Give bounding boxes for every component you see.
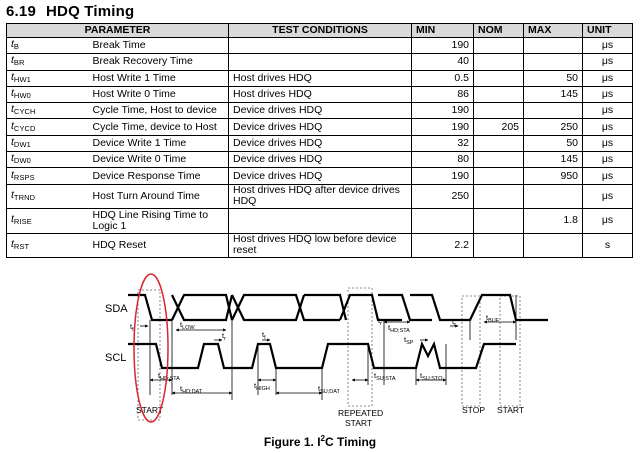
repeated-start-label: START: [345, 418, 372, 428]
section-title: HDQ Timing: [46, 3, 135, 20]
row-parameter: HDQ Reset: [88, 232, 230, 259]
section-number: 6.19: [6, 3, 36, 20]
scl-waveform: [128, 340, 516, 370]
timing-arrows: [140, 320, 517, 395]
header-test-conditions: TEST CONDITIONS: [228, 23, 413, 38]
dashed-reference-boxes: [137, 287, 521, 421]
row-symbol: tRST: [6, 232, 89, 259]
row-test-conditions: Host drives HDQ low before device reset: [228, 232, 413, 259]
stop-label: STOP: [462, 405, 485, 415]
thdsta-label: tHD;STA: [158, 371, 180, 382]
row-unit: s: [582, 232, 634, 259]
thdsta2-label: tHD;STA: [388, 323, 410, 334]
header-nom: NOM: [473, 23, 525, 38]
row-symbol: tTRND: [6, 183, 89, 210]
row-test-conditions: [228, 208, 413, 234]
dimension-lines: [149, 295, 517, 400]
thigh-label: tHIGH: [254, 381, 270, 392]
tsudat-label: tSU;DAT: [318, 384, 340, 395]
tf-label: tf: [130, 322, 134, 333]
tsp-label: tSP: [404, 335, 414, 346]
header-parameter: PARAMETER: [5, 23, 230, 38]
figure-caption: Figure 1. I2C Timing: [263, 434, 377, 449]
tsusto-label: tSU;STO: [420, 371, 443, 382]
sda-waveform: [128, 293, 548, 322]
start2-label: START: [497, 405, 524, 415]
tr2-label: tr: [452, 317, 456, 328]
table-header-row: PARAMETER TEST CONDITIONS MIN NOM MAX UN…: [5, 23, 634, 38]
tr-label: tr: [222, 331, 226, 342]
row-max: [523, 232, 584, 259]
row-symbol: tCYCD: [6, 118, 89, 136]
row-nom: [473, 208, 525, 234]
row-parameter: Host Turn Around Time: [88, 183, 230, 210]
tr3-label: tr: [378, 316, 382, 327]
sda-label: SDA: [105, 303, 128, 315]
tsusta-label: tSU;STA: [374, 371, 396, 382]
header-max: MAX: [523, 23, 584, 38]
header-min: MIN: [411, 23, 475, 38]
row-unit: μs: [582, 208, 634, 234]
highlight-ellipse: [133, 273, 169, 423]
row-min: 2.2: [411, 232, 475, 259]
row-symbol: tRSPS: [6, 167, 89, 185]
row-unit: μs: [582, 167, 634, 185]
scl-label: SCL: [105, 352, 126, 364]
header-unit: UNIT: [582, 23, 634, 38]
tlow-label: tLOW: [180, 320, 195, 331]
start-label: START: [136, 405, 163, 415]
thddat-label: tHD;DAT: [180, 384, 203, 395]
row-nom: [473, 183, 525, 210]
hdq-timing-table: PARAMETER TEST CONDITIONS MIN NOM MAX UN…: [5, 23, 634, 259]
row-unit: μs: [582, 183, 634, 210]
row-test-conditions: Device drives HDQ: [228, 167, 413, 185]
section-heading: 6.19 HDQ Timing: [6, 3, 134, 20]
tbuf-label: tBUF: [486, 313, 500, 324]
row-symbol: tBR: [6, 53, 89, 71]
row-max: 950: [523, 167, 584, 185]
row-parameter: Device Response Time: [88, 167, 230, 185]
repeated-label: REPEATED: [338, 408, 383, 418]
tf2-label: tf: [262, 330, 266, 341]
row-min: 250: [411, 183, 475, 210]
